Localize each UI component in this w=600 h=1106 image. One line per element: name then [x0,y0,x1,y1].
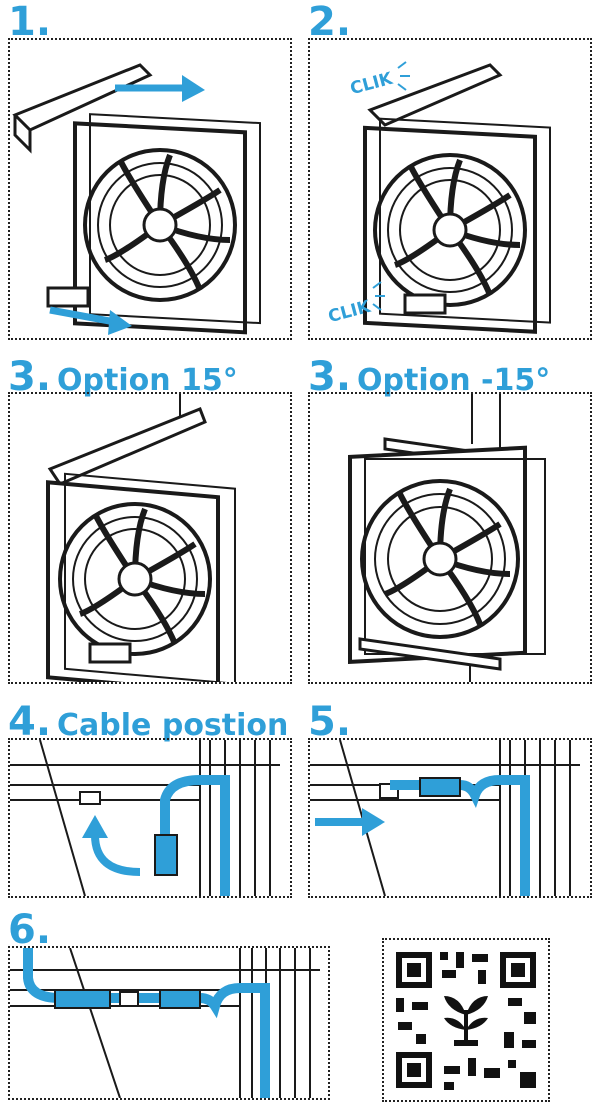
fan-illustration [348,394,546,682]
step-label: Option 15° [57,363,238,398]
step-number: 2. [308,0,352,45]
step-number: 6. [8,907,52,953]
step-label: Cable postion [57,708,289,743]
fan-illustration [46,394,236,682]
fan-illustration [363,61,551,334]
step-number: 3. [8,354,52,400]
cable-illustration [10,740,280,896]
arrow-right-icon [115,75,205,102]
step-number: 5. [308,699,352,745]
step-2-panel: CLIK CLIK [308,38,592,340]
step-5-panel [308,738,592,898]
step-3a-panel [8,392,292,684]
step-4-panel [8,738,292,898]
step-6-title: 6. [8,910,51,950]
step-1-panel [8,38,292,340]
step-6-panel [8,946,330,1100]
step-number: 4. [8,699,52,745]
step-5-title: 5. [308,702,351,742]
step-3b-panel [308,392,592,684]
arrow-curved-up-icon [82,815,141,876]
cable-illustration [10,948,320,1098]
plant-logo-icon [436,990,496,1050]
step-2-title: 2. [308,2,351,42]
qr-code-icon [396,952,536,1090]
step-label: Option -15° [357,363,551,398]
clik-burst-icon [372,61,410,311]
fan-illustration [12,63,261,335]
step-3a-title: 3.Option 15° [8,357,238,397]
arrow-right-icon [49,306,132,335]
step-number: 1. [8,0,52,45]
cable-illustration [310,740,580,896]
qr-code-panel [382,938,550,1102]
step-1-title: 1. [8,2,51,42]
step-3b-title: 3.Option -15° [308,357,550,397]
arrow-right-icon [315,808,385,836]
step-4-title: 4.Cable postion [8,702,288,742]
step-number: 3. [308,354,352,400]
